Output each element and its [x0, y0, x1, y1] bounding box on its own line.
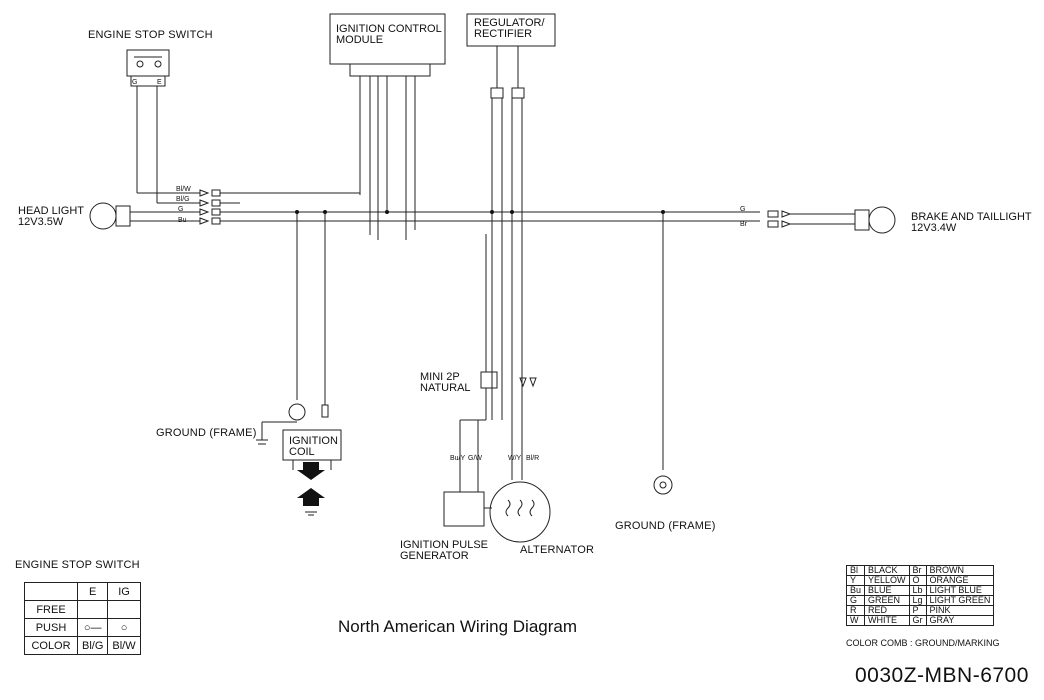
color-name: PINK	[925, 605, 995, 616]
switch-row-free-label: FREE	[24, 600, 78, 619]
color-name: BLACK	[864, 565, 910, 576]
wire-code-bw: Bl/W	[176, 186, 191, 193]
color-code: Lg	[908, 595, 927, 606]
switch-table-title: ENGINE STOP SWITCH	[15, 559, 140, 571]
wire-code-blr: Bl/R	[526, 455, 539, 462]
wire-code-gw: G/W	[468, 455, 482, 462]
wire-code-buy: Bu/Y	[450, 455, 466, 462]
ground-frame-right-label: GROUND (FRAME)	[615, 520, 716, 532]
color-code: G	[845, 595, 866, 606]
color-comb-note: COLOR COMB : GROUND/MARKING	[846, 638, 1000, 648]
wire-code-blg: Bl/G	[176, 196, 190, 203]
color-name: GREEN	[864, 595, 910, 606]
regulator-rectifier-label: REGULATOR/ RECTIFIER	[474, 17, 545, 40]
engine-stop-switch-body	[126, 49, 170, 77]
switch-row-color-label: COLOR	[24, 636, 78, 655]
ignition-pulse-generator-box	[443, 491, 485, 527]
color-name: YELLOW	[864, 575, 910, 586]
head-light-bulb	[89, 202, 117, 230]
switch-table-corner	[24, 582, 78, 601]
switch-table: E IG FREE PUSH ○— ○ COLOR Bl/G Bl/W	[24, 582, 141, 655]
wire-code-wy: W/Y	[508, 455, 522, 462]
color-code: Bl	[845, 565, 866, 576]
alternator-circle	[489, 481, 551, 543]
switch-table-header-ig: IG	[107, 582, 141, 601]
regulator-rectifier-box	[466, 13, 556, 47]
color-name: BROWN	[925, 565, 995, 576]
color-code: R	[845, 605, 866, 616]
switch-row-free-e	[76, 600, 109, 619]
wire-code-e: E	[157, 79, 162, 86]
color-code: Gr	[908, 615, 927, 626]
switch-row-push-label: PUSH	[24, 618, 78, 637]
switch-row-color-ig: Bl/W	[107, 636, 141, 655]
color-name: WHITE	[864, 615, 910, 626]
wire-code-br-tail: Br	[740, 221, 748, 228]
switch-row-color-e: Bl/G	[76, 636, 109, 655]
ignition-control-module-label: IGNITION CONTROL MODULE	[336, 23, 442, 46]
switch-row-free-ig	[107, 600, 141, 619]
color-code: Bu	[845, 585, 866, 596]
head-light-label: HEAD LIGHT 12V3.5W	[18, 205, 85, 228]
ignition-pulse-generator-label: IGNITION PULSE GENERATOR	[400, 539, 489, 562]
color-name: ORANGE	[925, 575, 995, 586]
color-code: O	[908, 575, 927, 586]
wire-code-ig: IG	[130, 79, 137, 86]
switch-row-push-e: ○—	[76, 618, 109, 637]
color-name: BLUE	[864, 585, 910, 596]
color-code: P	[908, 605, 927, 616]
color-code: Y	[845, 575, 866, 586]
diagram-caption: North American Wiring Diagram	[338, 617, 578, 636]
color-code: Br	[908, 565, 927, 576]
color-name: LIGHT GREEN	[925, 595, 995, 606]
engine-stop-switch-label: ENGINE STOP SWITCH	[88, 29, 213, 41]
color-name: GRAY	[925, 615, 995, 626]
ignition-coil-label: IGNITION COIL	[289, 435, 338, 458]
ground-frame-left-label: GROUND (FRAME)	[156, 427, 257, 439]
color-name: RED	[864, 605, 910, 616]
wire-code-bu: Bu	[178, 217, 187, 224]
switch-row-push-ig: ○	[107, 618, 141, 637]
ground-terminal-right	[653, 475, 673, 495]
part-number: 0030Z-MBN-6700	[855, 664, 1029, 687]
mini-2p-label: MINI 2P NATURAL	[420, 371, 471, 394]
brake-taillight-label: BRAKE AND TAILLIGHT 12V3.4W	[911, 211, 1032, 234]
color-code: W	[845, 615, 866, 626]
color-code: Lb	[908, 585, 927, 596]
switch-table-header-e: E	[76, 582, 109, 601]
alternator-label: ALTERNATOR	[520, 544, 595, 556]
ignition-coil-box	[282, 429, 342, 461]
wire-code-g: G	[178, 206, 183, 213]
tail-light-bulb	[868, 206, 896, 234]
mini-2p-connector	[480, 371, 498, 389]
color-name: LIGHT BLUE	[925, 585, 995, 596]
ground-terminal-left	[288, 403, 306, 421]
wire-code-g-tail: G	[740, 206, 745, 213]
